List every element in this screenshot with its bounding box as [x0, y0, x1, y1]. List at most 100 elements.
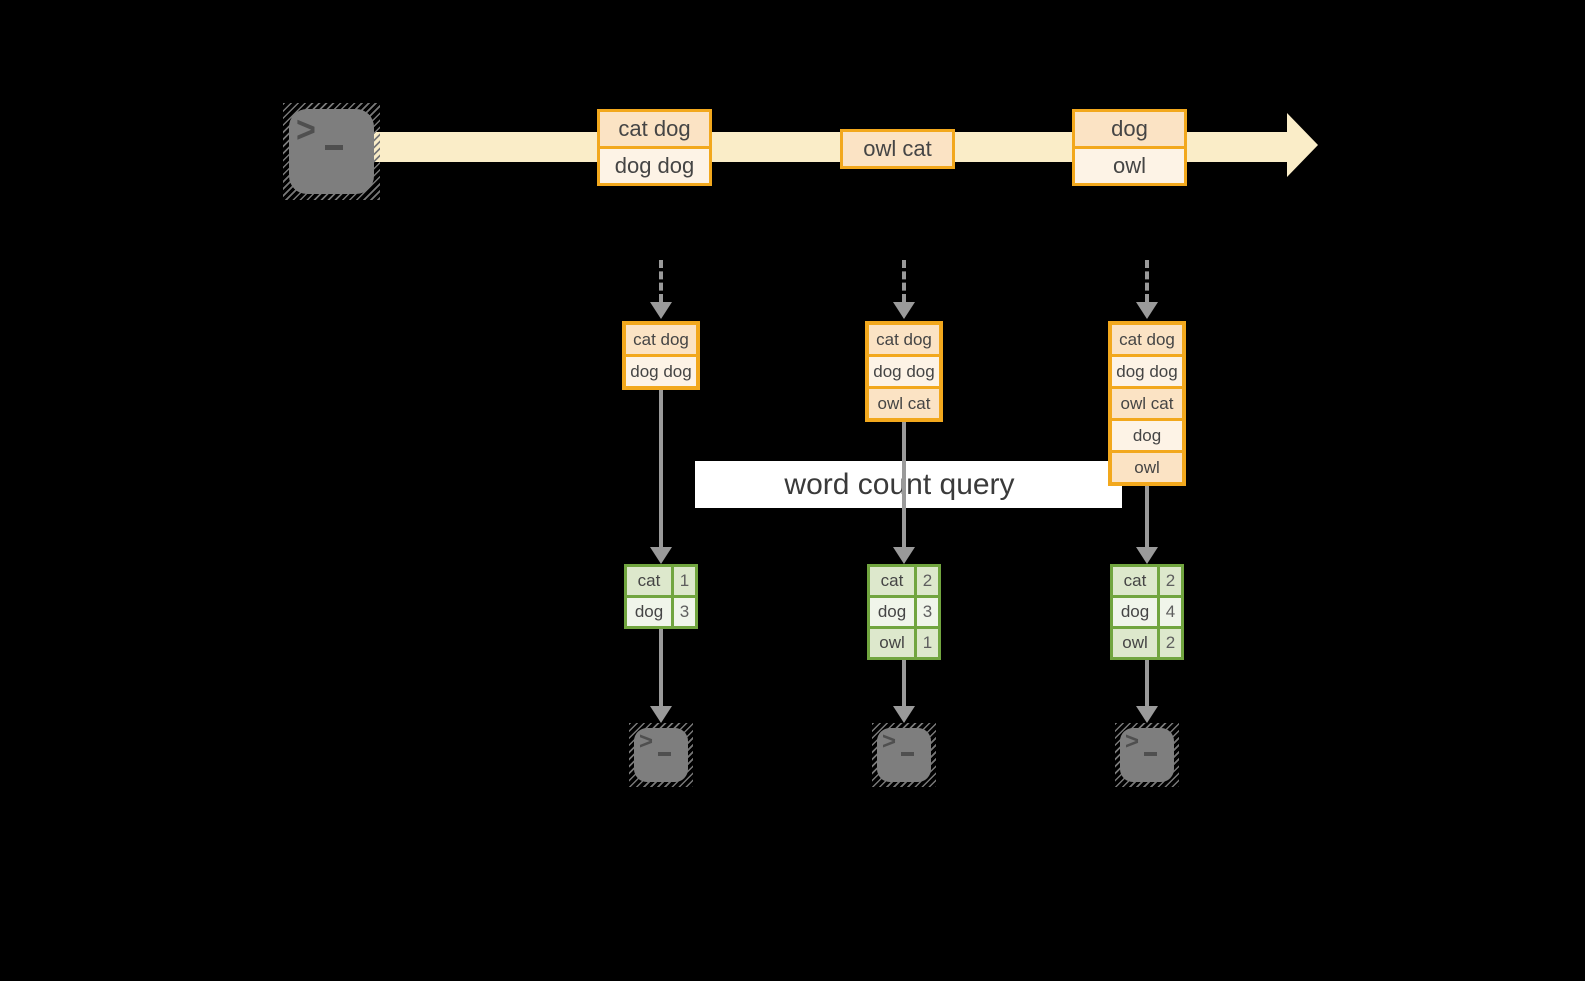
output-arrow-head — [1136, 706, 1158, 723]
count-cell: 2 — [1160, 629, 1181, 657]
count-text: 1 — [679, 571, 690, 590]
word-text: dog — [634, 602, 664, 621]
count-row: cat 1 — [627, 567, 695, 595]
count-text: 1 — [922, 633, 933, 652]
output-arrow-head — [650, 706, 672, 723]
word-cell: dog — [870, 598, 917, 626]
input-row: dog dog — [869, 354, 939, 386]
word-cell: cat — [1113, 567, 1160, 595]
input-row: owl — [1112, 450, 1182, 482]
word-text: dog — [877, 602, 907, 621]
query-arrow-line — [902, 422, 906, 547]
stream-record: dog — [1075, 112, 1184, 146]
input-text: cat dog — [876, 329, 932, 349]
input-text: owl — [1134, 457, 1160, 477]
terminal-body — [289, 109, 374, 194]
stream-batch-2: owl cat — [840, 129, 955, 169]
input-row: cat dog — [1112, 325, 1182, 354]
count-text: 4 — [1165, 602, 1176, 621]
stream-timeline-arrowhead — [1287, 113, 1318, 177]
stream-record: owl cat — [843, 132, 952, 166]
word-text: cat — [637, 571, 661, 590]
stream-record: cat dog — [600, 112, 709, 146]
count-cell: 2 — [917, 567, 938, 595]
stream-batch-3: dog owl — [1072, 109, 1187, 186]
input-text: cat dog — [1119, 329, 1175, 349]
count-cell: 2 — [1160, 567, 1181, 595]
input-text: dog dog — [873, 361, 935, 381]
count-cell: 3 — [917, 598, 938, 626]
prompt-chevron-icon: > — [639, 728, 654, 755]
prompt-cursor-icon — [1144, 752, 1157, 756]
count-cell: 4 — [1160, 598, 1181, 626]
word-cell: cat — [627, 567, 674, 595]
record-text: owl cat — [863, 136, 932, 161]
word-cell: owl — [870, 629, 917, 657]
input-row: owl cat — [1112, 386, 1182, 418]
input-text: owl cat — [1120, 393, 1174, 413]
query-banner: word count query — [695, 461, 1122, 508]
prompt-chevron-icon: > — [882, 728, 897, 755]
stream-batch-1: cat dog dog dog — [597, 109, 712, 186]
count-cell: 1 — [917, 629, 938, 657]
input-text: dog dog — [1116, 361, 1178, 381]
input-table-1: cat dog dog dog — [622, 321, 700, 390]
sink-terminal-icon-2: > — [872, 723, 936, 787]
query-arrow-line — [659, 390, 663, 547]
prompt-chevron-icon: > — [1125, 728, 1140, 755]
word-cell: dog — [627, 598, 674, 626]
count-text: 2 — [1165, 633, 1176, 652]
query-arrow-line — [1145, 486, 1149, 547]
count-text: 2 — [1165, 571, 1176, 590]
word-text: cat — [1123, 571, 1147, 590]
dashed-arrow-head — [893, 302, 915, 319]
query-arrow-head — [1136, 547, 1158, 564]
dashed-arrow-head — [650, 302, 672, 319]
count-row: dog 3 — [627, 595, 695, 626]
record-text: owl — [1112, 153, 1146, 178]
record-text: cat dog — [618, 116, 691, 141]
input-table-2: cat dog dog dog owl cat — [865, 321, 943, 422]
input-row: owl cat — [869, 386, 939, 418]
input-row: dog dog — [626, 354, 696, 386]
input-row: dog dog — [1112, 354, 1182, 386]
count-row: owl 2 — [1113, 626, 1181, 657]
dashed-arrow-line — [659, 260, 663, 302]
prompt-cursor-icon — [658, 752, 671, 756]
result-table-2: cat 2 dog 3 owl 1 — [867, 564, 941, 660]
stream-record: owl — [1075, 146, 1184, 183]
input-row: cat dog — [626, 325, 696, 354]
count-row: owl 1 — [870, 626, 938, 657]
prompt-chevron-icon: > — [296, 109, 316, 151]
count-row: cat 2 — [870, 567, 938, 595]
source-terminal-icon: > — [283, 103, 380, 200]
record-text: dog dog — [614, 153, 695, 178]
output-arrow-head — [893, 706, 915, 723]
dashed-arrow-head — [1136, 302, 1158, 319]
record-text: dog — [1111, 116, 1148, 141]
input-text: dog — [1132, 425, 1162, 445]
word-cell: owl — [1113, 629, 1160, 657]
query-label: word count query — [784, 467, 1015, 501]
count-row: dog 4 — [1113, 595, 1181, 626]
prompt-cursor-icon — [325, 145, 343, 150]
word-text: dog — [1120, 602, 1150, 621]
dashed-arrow-line — [1145, 260, 1149, 302]
output-arrow-line — [902, 660, 906, 706]
word-text: cat — [880, 571, 904, 590]
word-text: owl — [879, 633, 905, 652]
input-text: owl cat — [877, 393, 931, 413]
query-arrow-head — [650, 547, 672, 564]
count-cell: 1 — [674, 567, 695, 595]
prompt-cursor-icon — [901, 752, 914, 756]
result-table-3: cat 2 dog 4 owl 2 — [1110, 564, 1184, 660]
output-arrow-line — [1145, 660, 1149, 706]
output-arrow-line — [659, 629, 663, 706]
stream-record: dog dog — [600, 146, 709, 183]
query-arrow-head — [893, 547, 915, 564]
count-row: cat 2 — [1113, 567, 1181, 595]
input-row: dog — [1112, 418, 1182, 450]
count-text: 3 — [922, 602, 933, 621]
input-table-3: cat dog dog dog owl cat dog owl — [1108, 321, 1186, 486]
